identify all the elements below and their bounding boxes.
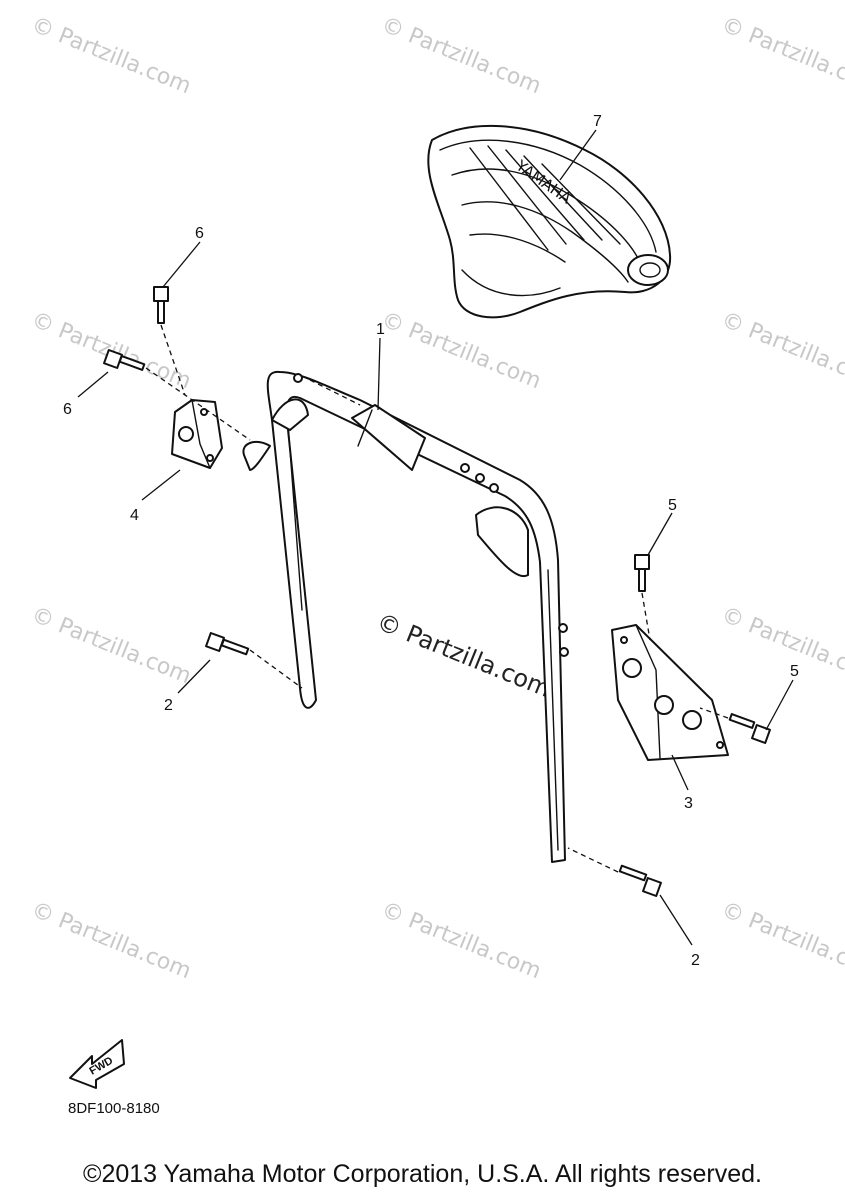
assembly-lines [145,324,729,873]
bolt-part-5-right [728,713,771,744]
copyright-notice: ©2013 Yamaha Motor Corporation, U.S.A. A… [83,1160,762,1188]
callout-4: 4 [130,507,139,524]
callout-3: 3 [684,795,693,812]
watermark: © Partzilla.com [718,12,845,99]
diagram-part-code: 8DF100-8180 [68,1100,160,1117]
callout-5-right: 5 [790,663,799,680]
callout-labels: 1 2 2 3 4 5 5 6 6 7 [63,113,799,969]
callout-7: 7 [593,113,602,130]
callout-1: 1 [376,321,385,338]
watermark: © Partzilla.com [718,602,845,689]
watermark: © Partzilla.com [28,602,195,689]
fwd-arrow-icon: FWD [69,1039,125,1089]
callout-2-right: 2 [691,952,700,969]
watermark: © Partzilla.com [28,897,195,984]
watermark-center: © Partzilla.com [373,608,555,703]
watermark: © Partzilla.com [378,897,545,984]
callout-6-left: 6 [63,401,72,418]
left-bracket [171,399,223,469]
callout-6-top: 6 [195,225,204,242]
callout-2-left: 2 [164,697,173,714]
bolt-part-6-left [103,349,146,371]
watermark: © Partzilla.com [718,307,845,394]
bolt-part-6-top [153,286,169,324]
callout-5-top: 5 [668,497,677,514]
watermark: © Partzilla.com [378,12,545,99]
watermark: © Partzilla.com [718,897,845,984]
leader-lines [77,129,794,946]
watermark: © Partzilla.com [378,307,545,394]
bolt-part-5-top [634,554,650,592]
right-bracket [611,624,729,761]
seat-pad: YAMAHA [427,124,672,319]
handle-pole [242,370,569,863]
bolt-part-2-lower [618,864,662,897]
bolt-part-2-upper [205,632,250,656]
watermark: © Partzilla.com [28,12,195,99]
